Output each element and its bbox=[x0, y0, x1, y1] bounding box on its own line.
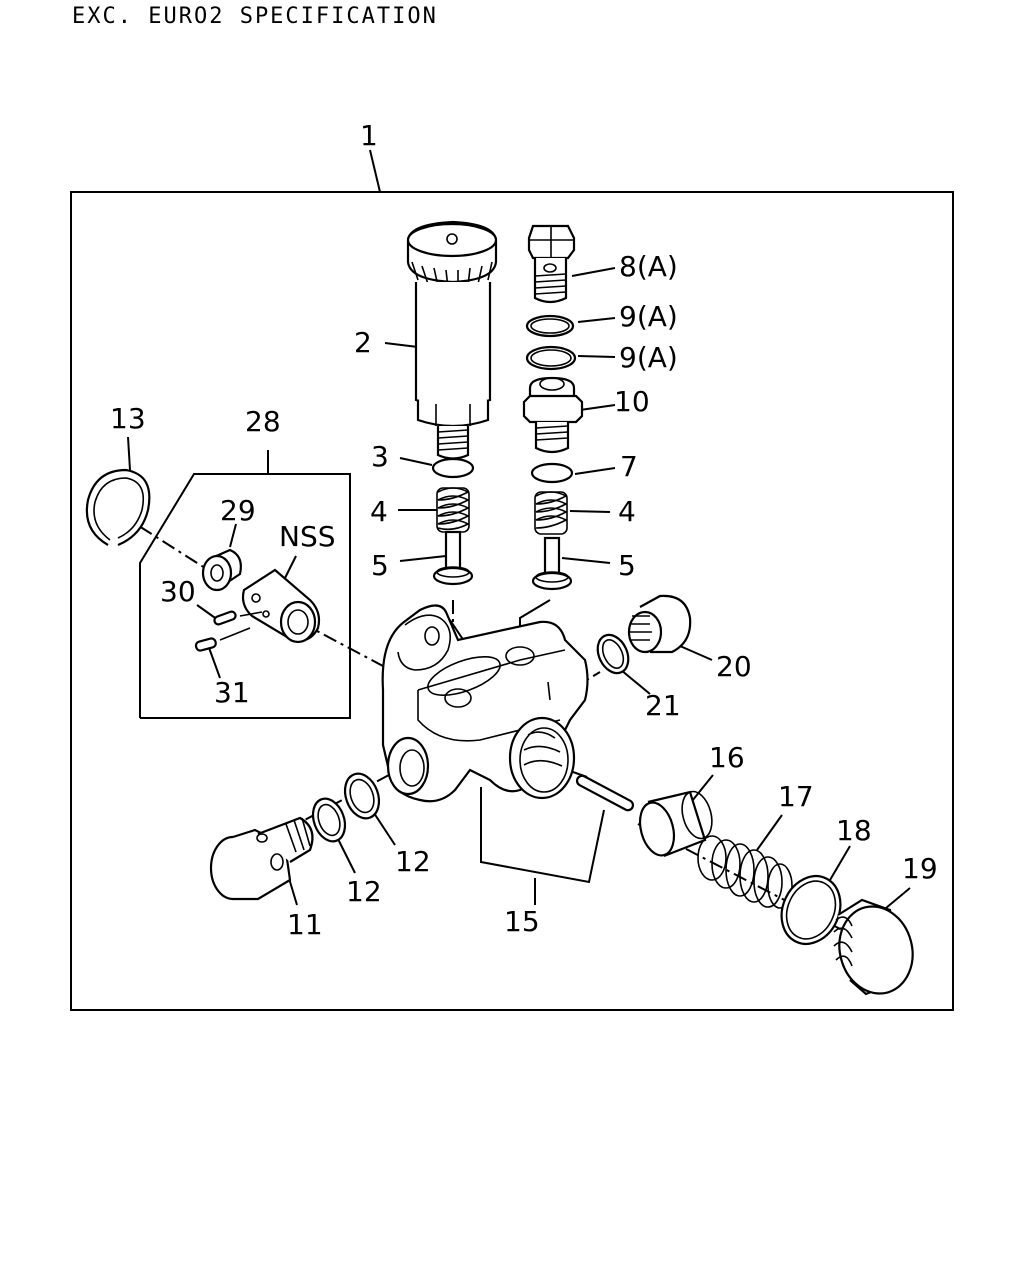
sub-assembly-frame bbox=[139, 473, 351, 719]
diagram-title: EXC. EURO2 SPECIFICATION bbox=[72, 4, 438, 29]
callout-29: 29 bbox=[220, 494, 256, 527]
valve-spring-part bbox=[534, 491, 568, 535]
pump-housing-part bbox=[381, 604, 589, 803]
callout-5-left: 5 bbox=[371, 549, 389, 582]
callout-31: 31 bbox=[214, 676, 250, 709]
callout-labels: 1 2 3 4 4 5 5 7 8(A) 9(A) 9(A) 10 11 12 … bbox=[110, 119, 938, 941]
callout-18: 18 bbox=[836, 814, 872, 847]
check-valve-part bbox=[432, 530, 474, 586]
callout-19: 19 bbox=[902, 852, 938, 885]
cap-plug-part bbox=[833, 898, 914, 996]
gasket-part bbox=[596, 633, 630, 675]
callout-13: 13 bbox=[110, 402, 146, 435]
assembly-frame bbox=[70, 191, 954, 1011]
washer-part bbox=[525, 345, 577, 371]
snap-ring-part bbox=[85, 468, 151, 547]
callout-12-upper: 12 bbox=[395, 845, 431, 878]
callout-10: 10 bbox=[614, 385, 650, 418]
valve-spring-part bbox=[436, 487, 470, 533]
callout-11: 11 bbox=[287, 908, 323, 941]
callout-20: 20 bbox=[716, 650, 752, 683]
o-ring-part bbox=[530, 462, 574, 484]
banjo-bolt-part bbox=[527, 224, 576, 304]
callout-7: 7 bbox=[620, 450, 638, 483]
callout-9-upper: 9(A) bbox=[619, 300, 678, 333]
plug-part bbox=[627, 594, 692, 654]
pin-part bbox=[213, 610, 263, 626]
priming-pump-part bbox=[406, 220, 498, 460]
callout-1: 1 bbox=[360, 119, 378, 152]
check-valve-part bbox=[531, 536, 573, 591]
callout-12-lower: 12 bbox=[346, 875, 382, 908]
callout-5-right: 5 bbox=[618, 549, 636, 582]
callout-9-lower: 9(A) bbox=[619, 341, 678, 374]
o-ring-part bbox=[431, 457, 475, 479]
pin-part bbox=[575, 774, 635, 812]
adapter-fitting-part bbox=[522, 376, 584, 454]
callout-nss: NSS bbox=[279, 520, 336, 553]
callout-4-right: 4 bbox=[618, 495, 636, 528]
lever-part bbox=[241, 568, 321, 644]
callout-2: 2 bbox=[354, 326, 372, 359]
callout-4-left: 4 bbox=[370, 495, 388, 528]
piston-part bbox=[638, 790, 713, 858]
pin-part bbox=[194, 627, 251, 652]
callout-15: 15 bbox=[504, 905, 540, 938]
callout-8: 8(A) bbox=[619, 250, 678, 283]
gasket-part bbox=[343, 772, 381, 820]
eye-bolt-part bbox=[209, 816, 314, 901]
callout-3: 3 bbox=[371, 440, 389, 473]
leader-lines bbox=[127, 149, 911, 914]
o-ring-part bbox=[780, 875, 842, 945]
callout-16: 16 bbox=[709, 741, 745, 774]
callout-17: 17 bbox=[778, 780, 814, 813]
callout-21: 21 bbox=[645, 689, 681, 722]
callout-30: 30 bbox=[160, 575, 196, 608]
gasket-part bbox=[311, 797, 347, 843]
compression-spring-part bbox=[697, 835, 793, 909]
callout-28: 28 bbox=[245, 405, 281, 438]
bushing-part bbox=[201, 548, 242, 592]
